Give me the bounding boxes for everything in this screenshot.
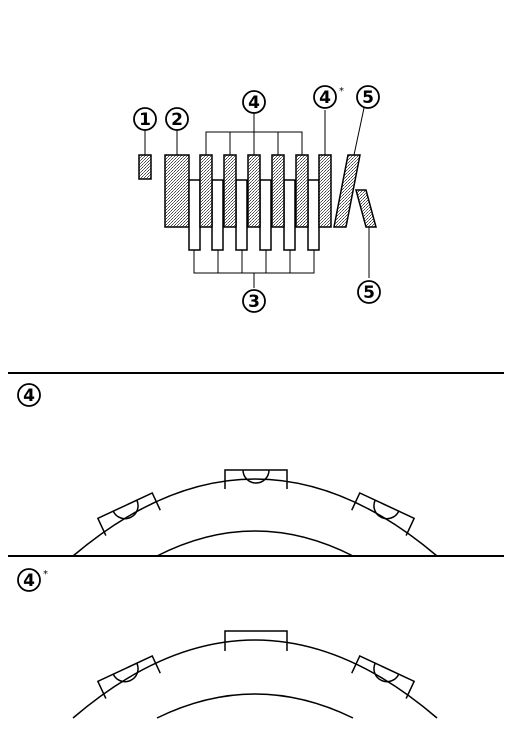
drive-plate	[247, 154, 261, 228]
drive-plate	[199, 154, 213, 228]
drive-plate-star	[318, 154, 332, 228]
plate-stack	[138, 154, 377, 251]
callout-5-top: 5	[356, 85, 380, 109]
svg-text:4: 4	[248, 93, 260, 113]
svg-text:*: *	[339, 86, 344, 97]
detail-panel-label: 4 *	[17, 568, 48, 592]
driven-plate	[259, 179, 272, 251]
driven-plate	[235, 179, 248, 251]
svg-text:5: 5	[363, 283, 375, 303]
svg-text:4: 4	[319, 88, 331, 108]
driven-plate	[188, 179, 201, 251]
callout-1: 1	[133, 107, 157, 131]
retaining-plate	[164, 154, 190, 228]
drive-plate	[223, 154, 237, 228]
driven-plate	[283, 179, 296, 251]
dish-plate	[355, 189, 377, 228]
svg-text:4: 4	[23, 571, 35, 591]
dish-plate	[333, 154, 361, 228]
drive-plate	[295, 154, 309, 228]
drive-plate-star-profile	[72, 630, 438, 719]
driven-plate	[307, 179, 320, 251]
callout-4-top: 4	[242, 90, 266, 114]
svg-text:3: 3	[248, 292, 260, 312]
detail-panel-label: 4	[17, 383, 41, 407]
callout-5-bottom: 5	[357, 280, 381, 304]
callout-3: 3	[242, 289, 266, 313]
svg-text:*: *	[43, 569, 48, 580]
leader-lines	[144, 107, 370, 288]
drive-plate-profile	[72, 469, 438, 557]
callout-4-star: 4 *	[313, 85, 344, 109]
snap-ring	[138, 154, 152, 180]
svg-text:5: 5	[362, 88, 374, 108]
drive-plate	[271, 154, 285, 228]
svg-text:4: 4	[23, 386, 35, 406]
svg-text:2: 2	[171, 110, 183, 130]
callout-2: 2	[165, 107, 189, 131]
svg-text:1: 1	[139, 110, 151, 130]
driven-plate	[211, 179, 224, 251]
